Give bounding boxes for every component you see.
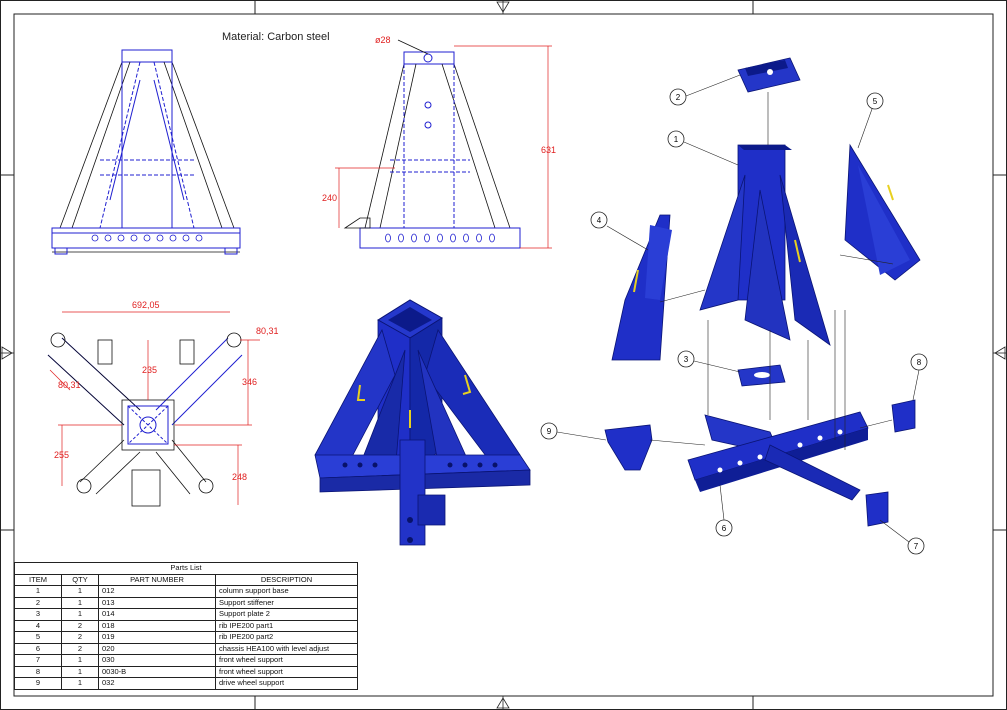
header-item: ITEM	[14, 573, 62, 586]
part-number-cell: 012	[98, 585, 216, 598]
balloon-label: 9	[547, 427, 552, 436]
balloon-5	[866, 92, 884, 110]
dim-rib-width-right: 80,31	[256, 326, 279, 336]
inner-frame	[13, 13, 994, 697]
part-number-cell: 019	[98, 631, 216, 644]
item-cell: 3	[14, 608, 62, 621]
balloon-1	[667, 130, 685, 148]
qty-cell: 1	[61, 677, 99, 690]
item-cell: 1	[14, 585, 62, 598]
balloon-label: 4	[597, 216, 602, 225]
dim-total-height: 631	[541, 145, 556, 155]
item-cell: 7	[14, 654, 62, 667]
dim-left-offset: 255	[54, 450, 69, 460]
description-cell: drive wheel support	[215, 677, 358, 690]
description-cell: front wheel support	[215, 654, 358, 667]
isometric-view	[314, 299, 531, 546]
item-balloons: 2 1 4 5 3 8 9 6 7	[540, 74, 928, 555]
item-cell: 4	[14, 619, 62, 632]
description-cell: column support base	[215, 585, 358, 598]
description-cell: Support stiffener	[215, 596, 358, 609]
balloon-label: 2	[676, 93, 681, 102]
parts-list-header: ITEM QTY PART NUMBER DESCRIPTION	[14, 573, 358, 586]
dim-center-offset: 235	[142, 365, 157, 375]
side-view: ø28 631 240	[322, 35, 556, 249]
part-number-cell: 0030-B	[98, 665, 216, 678]
parts-list-table: Parts List ITEM QTY PART NUMBER DESCRIPT…	[14, 562, 358, 690]
description-cell: rib IPE200 part2	[215, 631, 358, 644]
dim-lower-height: 240	[322, 193, 337, 203]
dim-hole-diameter: ø28	[375, 35, 391, 45]
balloon-label: 6	[722, 524, 727, 533]
dim-bottom-offset: 248	[232, 472, 247, 482]
balloon-7	[907, 537, 925, 555]
balloon-9	[540, 422, 558, 440]
balloon-label: 1	[674, 135, 679, 144]
material-label: Material: Carbon steel	[222, 31, 330, 43]
qty-cell: 2	[61, 631, 99, 644]
qty-cell: 1	[61, 608, 99, 621]
front-view	[51, 49, 241, 255]
part-number-cell: 030	[98, 654, 216, 667]
exploded-view	[604, 57, 921, 527]
balloon-label: 7	[914, 542, 919, 551]
description-cell: Support plate 2	[215, 608, 358, 621]
parts-list-caption: Parts List	[14, 562, 358, 575]
qty-cell: 1	[61, 654, 99, 667]
balloon-label: 3	[684, 355, 689, 364]
top-view: 692,05 80,31 80,31 235 346 255 248	[47, 300, 279, 507]
part-number-cell: 014	[98, 608, 216, 621]
part-number-cell: 018	[98, 619, 216, 632]
qty-cell: 2	[61, 642, 99, 655]
dim-right-offset: 346	[242, 377, 257, 387]
item-cell: 5	[14, 631, 62, 644]
item-cell: 6	[14, 642, 62, 655]
qty-cell: 1	[61, 585, 99, 598]
balloon-2	[669, 88, 687, 106]
description-cell: rib IPE200 part1	[215, 619, 358, 632]
balloon-3	[677, 350, 695, 368]
item-cell: 9	[14, 677, 62, 690]
dim-overall-width: 692,05	[132, 300, 160, 310]
balloon-4	[590, 211, 608, 229]
balloon-6	[715, 519, 733, 537]
qty-cell: 1	[61, 665, 99, 678]
part-number-cell: 013	[98, 596, 216, 609]
balloon-8	[910, 353, 928, 371]
balloon-label: 5	[873, 97, 878, 106]
description-cell: front wheel support	[215, 665, 358, 678]
qty-cell: 2	[61, 619, 99, 632]
dim-rib-width-left: 80,31	[58, 380, 81, 390]
qty-cell: 1	[61, 596, 99, 609]
item-cell: 8	[14, 665, 62, 678]
header-description: DESCRIPTION	[215, 573, 358, 586]
part-number-cell: 020	[98, 642, 216, 655]
part-number-cell: 032	[98, 677, 216, 690]
item-cell: 2	[14, 596, 62, 609]
balloon-label: 8	[917, 358, 922, 367]
header-part-number: PART NUMBER	[98, 573, 216, 586]
header-qty: QTY	[61, 573, 99, 586]
description-cell: chassis HEA100 with level adjust	[215, 642, 358, 655]
